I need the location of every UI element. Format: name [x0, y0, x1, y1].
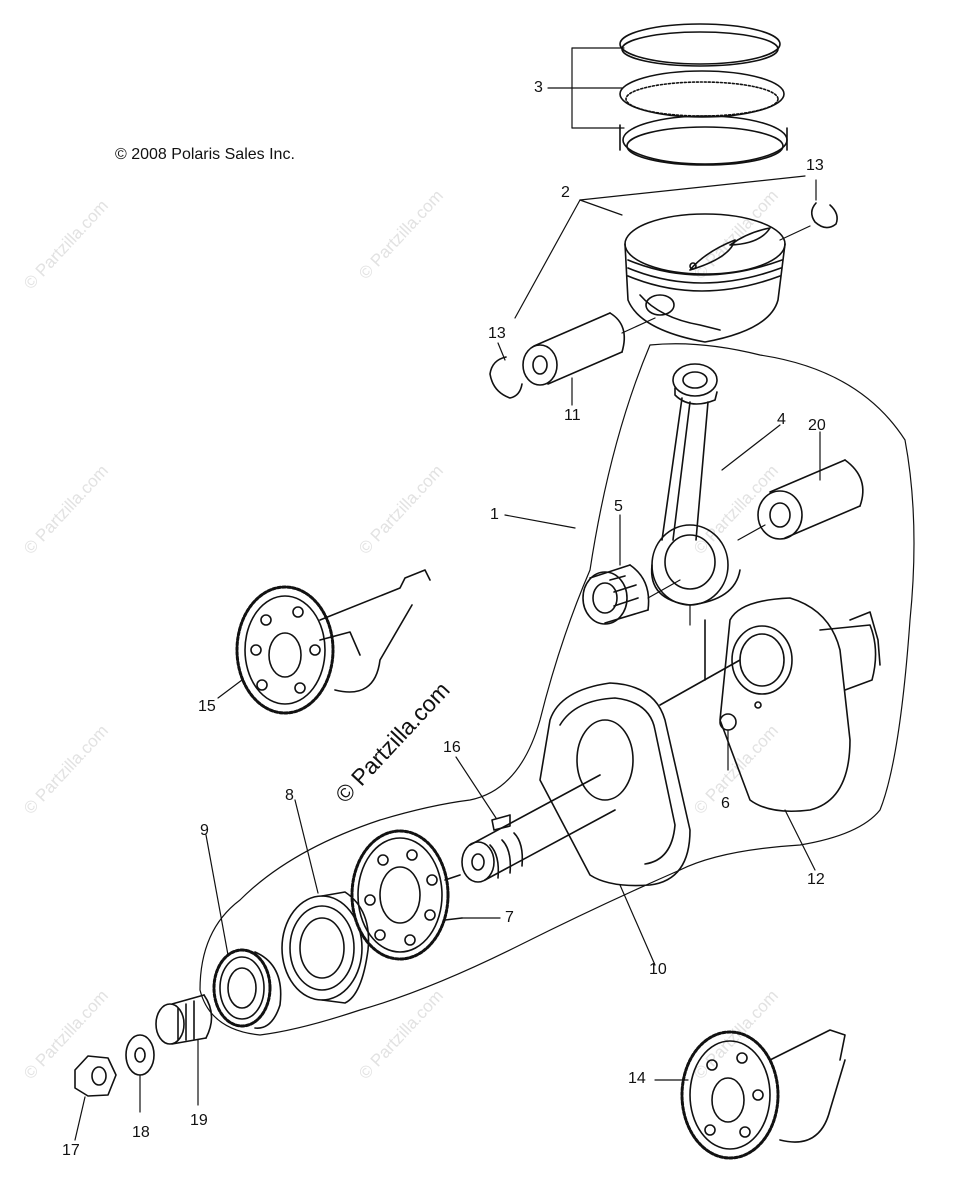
circlip: [489, 202, 838, 399]
callout-15: 15: [198, 698, 216, 715]
callout-14: 14: [628, 1070, 646, 1087]
callout-8: 8: [285, 787, 294, 804]
piston: [624, 213, 786, 343]
callout-7: 7: [505, 909, 514, 926]
callout-5: 5: [614, 498, 623, 515]
timing-sprocket: [205, 834, 282, 1029]
assembly-outline: [199, 343, 915, 1036]
callout-leader: [455, 424, 821, 966]
piston-pin: [522, 312, 656, 386]
connecting-rod: [650, 363, 741, 626]
callout-17: 17: [62, 1142, 80, 1159]
washer: [125, 1034, 155, 1113]
callout-10: 10: [649, 961, 667, 978]
needle-bearing: [582, 564, 681, 625]
callout-13-top: 13: [806, 157, 824, 174]
copyright-notice: © 2008 Polaris Sales Inc.: [115, 146, 295, 163]
callout-4: 4: [777, 411, 786, 428]
callout-16: 16: [443, 739, 461, 756]
callout-13-left: 13: [488, 325, 506, 342]
callout-18: 18: [132, 1124, 150, 1141]
balance-shaft-upper: [217, 569, 431, 715]
callout-20: 20: [808, 417, 826, 434]
ball-bearing: [281, 799, 370, 1004]
hex-nut: [74, 1055, 117, 1141]
callout-19: 19: [190, 1112, 208, 1129]
balance-shaft-lower: [654, 1029, 846, 1160]
crank-pin: [737, 459, 864, 541]
callout-9: 9: [200, 822, 209, 839]
callout-12: 12: [807, 871, 825, 888]
piston-rings: [619, 23, 788, 166]
callout-leader: [547, 47, 625, 129]
callout-3: 3: [534, 79, 543, 96]
crankshaft: [461, 597, 881, 887]
needle-bearing-small: [155, 994, 213, 1106]
callout-2: 2: [561, 184, 570, 201]
callout-11: 11: [564, 407, 581, 424]
callout-leader: [497, 175, 817, 406]
callout-1: 1: [490, 506, 499, 523]
callout-6: 6: [721, 795, 730, 812]
drive-gear: [350, 829, 501, 961]
